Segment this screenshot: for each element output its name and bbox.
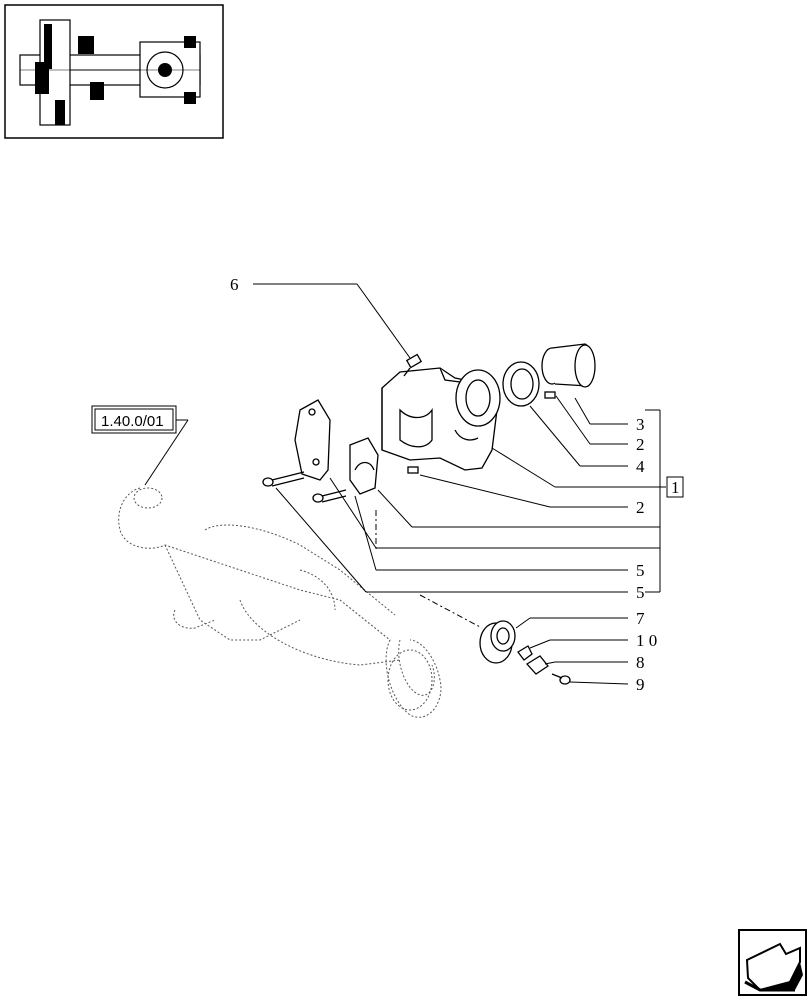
callout-3[interactable]: 3 — [636, 415, 645, 434]
axle-assembly-thumbnail[interactable] — [4, 4, 224, 139]
steering-carrier-housing — [381, 367, 501, 471]
group-label-box[interactable]: 1 — [666, 476, 684, 498]
leader-lines — [253, 283, 666, 685]
callout-8[interactable]: 8 — [636, 653, 645, 672]
callout-2-lower[interactable]: 2 — [636, 498, 645, 517]
reference-label-box[interactable]: 1.40.0/01 — [91, 405, 189, 486]
screw-9 — [551, 673, 571, 685]
pin-2-lower — [407, 466, 419, 474]
shim-plate-5-outer — [294, 399, 331, 481]
lock-plate-8 — [525, 655, 549, 675]
callout-7[interactable]: 7 — [636, 609, 645, 628]
callout-5-lower[interactable]: 5 — [636, 583, 645, 602]
reference-label: 1.40.0/01 — [101, 413, 164, 430]
callout-10[interactable]: 1 0 — [636, 631, 657, 650]
callout-9[interactable]: 9 — [636, 675, 645, 694]
callout-2-upper[interactable]: 2 — [636, 435, 645, 454]
shim-plate-5-inner — [349, 437, 379, 495]
axle-housing-outline — [118, 487, 442, 718]
lock-tab-10 — [517, 645, 533, 661]
bolt-6 — [403, 353, 423, 377]
callout-6[interactable]: 6 — [230, 275, 239, 294]
bolt-long-lower — [312, 489, 347, 503]
bushing-3 — [541, 343, 596, 388]
callout-5-upper[interactable]: 5 — [636, 561, 645, 580]
next-page-arrow-icon[interactable] — [738, 929, 807, 996]
bolt-long-upper — [262, 471, 305, 487]
pin-2-upper — [544, 391, 556, 399]
seal-ring-4 — [502, 361, 540, 407]
group-label: 1 — [671, 478, 680, 497]
ring-nut-7 — [479, 620, 516, 664]
callout-4[interactable]: 4 — [636, 457, 645, 476]
